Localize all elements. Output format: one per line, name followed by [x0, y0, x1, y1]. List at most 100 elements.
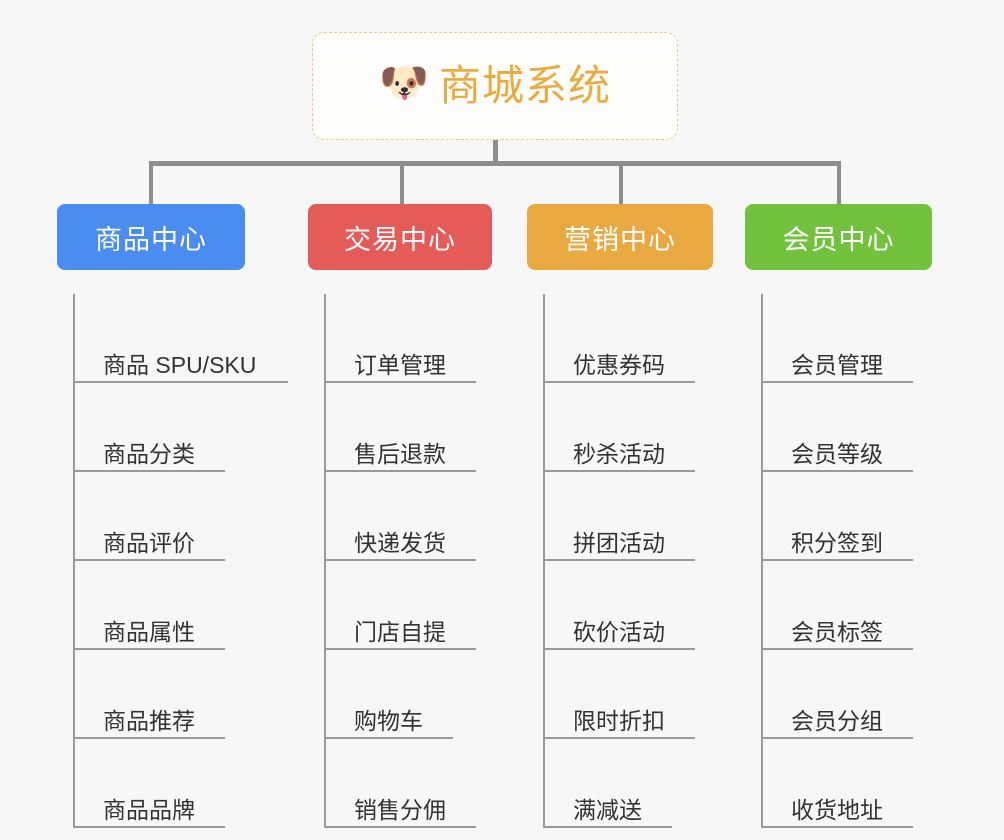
leaf-underline	[73, 737, 225, 739]
leaf-label: 会员管理	[791, 352, 883, 378]
leaf-underline	[324, 648, 476, 650]
leaf-label: 积分签到	[791, 530, 883, 556]
leaf-underline	[543, 648, 695, 650]
leaf-item[interactable]: 商品分类	[73, 383, 245, 472]
connector-drop-4	[837, 161, 841, 206]
leaf-label: 商品评价	[103, 530, 195, 556]
root-title: 商城系统	[438, 62, 611, 109]
leaf-item[interactable]: 积分签到	[761, 472, 932, 561]
leaf-item[interactable]: 限时折扣	[543, 650, 713, 739]
leaf-label: 快递发货	[354, 530, 446, 556]
leaf-list-transaction: 订单管理 售后退款 快递发货 门店自提 购物车 销售分佣	[308, 294, 492, 828]
leaf-list-product: 商品 SPU/SKU 商品分类 商品评价 商品属性 商品推荐 商品品牌	[57, 294, 288, 828]
leaf-item[interactable]: 快递发货	[324, 472, 492, 561]
leaf-label: 会员等级	[791, 441, 883, 467]
leaf-label: 优惠券码	[573, 352, 665, 378]
leaf-list-member: 会员管理 会员等级 积分签到 会员标签 会员分组 收货地址	[745, 294, 932, 828]
leaf-spine	[73, 294, 75, 828]
leaf-item[interactable]: 购物车	[324, 650, 492, 739]
connector-drop-3	[619, 161, 623, 206]
leaf-label: 限时折扣	[573, 708, 665, 734]
category-header-member[interactable]: 会员中心	[745, 204, 932, 270]
category-header-label: 商品中心	[95, 224, 207, 255]
leaf-underline	[73, 381, 288, 383]
leaf-underline	[324, 826, 476, 828]
leaf-label: 商品分类	[103, 441, 195, 467]
leaf-item[interactable]: 拼团活动	[543, 472, 713, 561]
category-column-marketing: 营销中心 优惠券码 秒杀活动 拼团活动 砍价活动 限时折扣	[527, 204, 713, 828]
leaf-underline	[73, 648, 225, 650]
category-header-marketing[interactable]: 营销中心	[527, 204, 713, 270]
leaf-underline	[761, 381, 913, 383]
category-header-transaction[interactable]: 交易中心	[308, 204, 492, 270]
leaf-underline	[73, 826, 225, 828]
leaf-list-marketing: 优惠券码 秒杀活动 拼团活动 砍价活动 限时折扣 满减送	[527, 294, 713, 828]
category-header-label: 交易中心	[344, 224, 456, 255]
leaf-label: 售后退款	[354, 441, 446, 467]
leaf-spine	[543, 294, 545, 828]
connector-drop-1	[149, 161, 153, 206]
leaf-item[interactable]: 满减送	[543, 739, 713, 828]
connector-root-stem	[493, 140, 498, 163]
category-column-product: 商品中心 商品 SPU/SKU 商品分类 商品评价 商品属性 商品推荐	[57, 204, 288, 828]
category-header-label: 会员中心	[782, 224, 895, 255]
leaf-underline	[761, 470, 913, 472]
leaf-item[interactable]: 会员标签	[761, 561, 932, 650]
leaf-label: 商品 SPU/SKU	[103, 352, 257, 378]
leaf-item[interactable]: 商品属性	[73, 561, 245, 650]
leaf-underline	[543, 470, 695, 472]
leaf-label: 商品品牌	[103, 797, 195, 823]
category-header-product[interactable]: 商品中心	[57, 204, 245, 270]
leaf-label: 购物车	[354, 708, 423, 734]
leaf-item[interactable]: 优惠券码	[543, 294, 713, 383]
leaf-item[interactable]: 砍价活动	[543, 561, 713, 650]
leaf-underline	[543, 826, 672, 828]
leaf-underline	[324, 559, 476, 561]
shiba-inu-dog-face-icon: 🐶	[378, 61, 429, 105]
leaf-item[interactable]: 会员等级	[761, 383, 932, 472]
leaf-underline	[324, 737, 453, 739]
leaf-label: 会员标签	[791, 619, 883, 645]
leaf-item[interactable]: 会员分组	[761, 650, 932, 739]
leaf-underline	[543, 737, 695, 739]
leaf-underline	[761, 648, 913, 650]
leaf-label: 砍价活动	[573, 619, 665, 645]
leaf-underline	[543, 559, 695, 561]
leaf-item[interactable]: 秒杀活动	[543, 383, 713, 472]
leaf-underline	[73, 559, 225, 561]
leaf-label: 收货地址	[791, 797, 883, 823]
leaf-item[interactable]: 商品评价	[73, 472, 245, 561]
leaf-underline	[324, 470, 476, 472]
category-column-transaction: 交易中心 订单管理 售后退款 快递发货 门店自提 购物车	[308, 204, 492, 828]
connector-drop-2	[400, 161, 404, 206]
leaf-item[interactable]: 订单管理	[324, 294, 492, 383]
leaf-underline	[761, 826, 913, 828]
leaf-label: 秒杀活动	[573, 441, 665, 467]
leaf-underline	[324, 381, 476, 383]
leaf-label: 拼团活动	[573, 530, 665, 556]
leaf-label: 满减送	[573, 797, 642, 823]
leaf-underline	[761, 737, 913, 739]
leaf-item[interactable]: 商品推荐	[73, 650, 245, 739]
leaf-item[interactable]: 商品 SPU/SKU	[73, 294, 288, 383]
root-node-mall-system[interactable]: 🐶 商城系统	[312, 32, 678, 140]
leaf-spine	[324, 294, 326, 828]
category-column-member: 会员中心 会员管理 会员等级 积分签到 会员标签 会员分组	[745, 204, 932, 828]
category-header-label: 营销中心	[564, 224, 676, 255]
leaf-item[interactable]: 销售分佣	[324, 739, 492, 828]
connector-horizontal-bus	[149, 161, 841, 166]
leaf-item[interactable]: 售后退款	[324, 383, 492, 472]
leaf-item[interactable]: 门店自提	[324, 561, 492, 650]
leaf-item[interactable]: 收货地址	[761, 739, 932, 828]
leaf-label: 订单管理	[354, 352, 446, 378]
leaf-underline	[543, 381, 695, 383]
leaf-label: 会员分组	[791, 708, 883, 734]
leaf-underline	[761, 559, 913, 561]
leaf-item[interactable]: 会员管理	[761, 294, 932, 383]
leaf-spine	[761, 294, 763, 828]
leaf-label: 商品推荐	[103, 708, 195, 734]
leaf-underline	[73, 470, 225, 472]
leaf-label: 销售分佣	[354, 797, 446, 823]
leaf-item[interactable]: 商品品牌	[73, 739, 245, 828]
